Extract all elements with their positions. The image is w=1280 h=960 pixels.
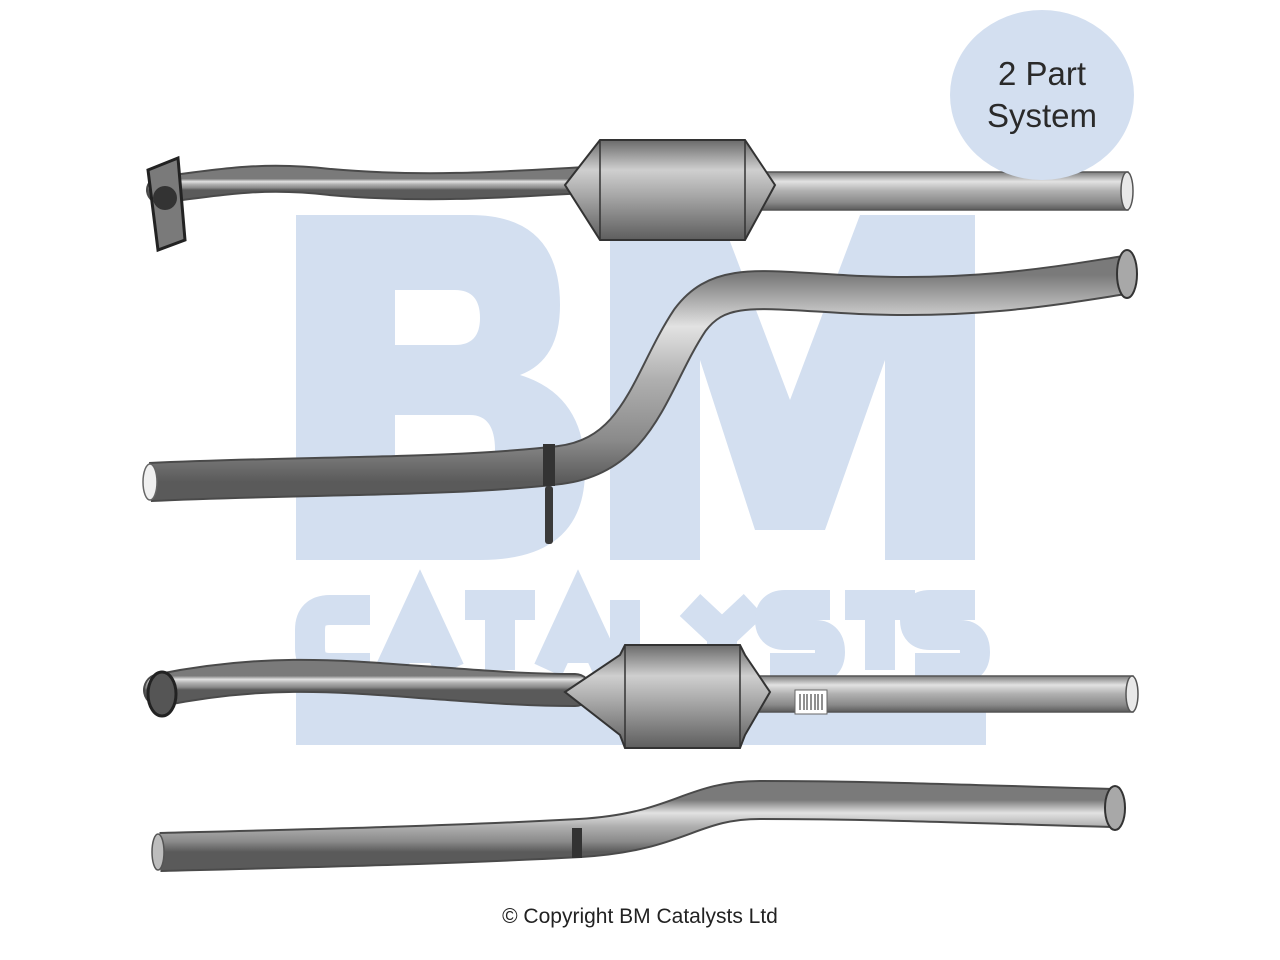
second-front-pipe-with-catalyst bbox=[143, 644, 1139, 749]
two-part-system-badge: 2 Part System bbox=[950, 10, 1134, 180]
front-pipe-with-catalyst bbox=[146, 139, 1134, 253]
second-rear-pipe bbox=[151, 779, 1126, 872]
copyright-notice: © Copyright BM Catalysts Ltd bbox=[502, 905, 778, 928]
badge-line-2: System bbox=[986, 97, 1098, 134]
rear-pipe-with-bend bbox=[142, 249, 1138, 544]
badge-line-1: 2 Part bbox=[997, 55, 1087, 92]
